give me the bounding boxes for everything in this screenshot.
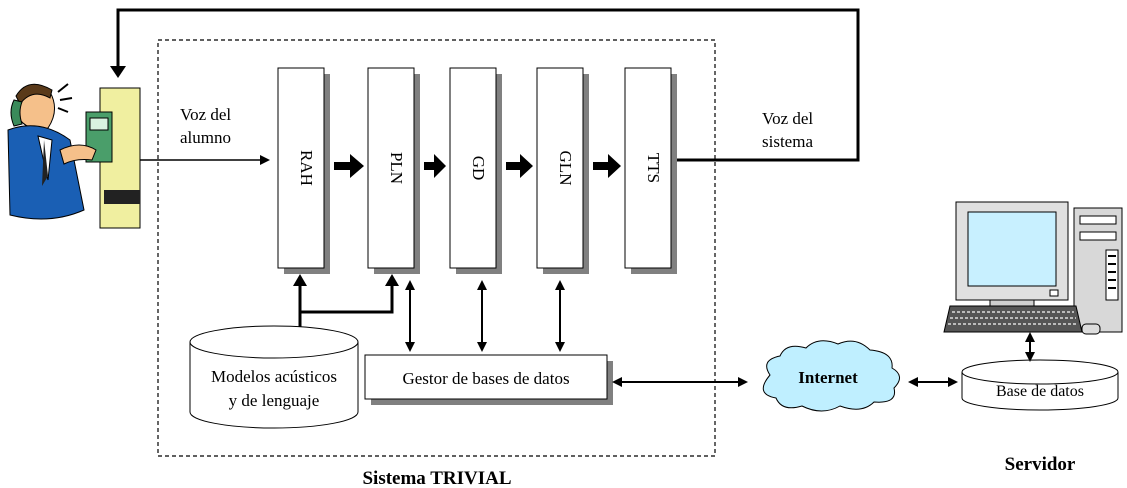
output-voice-label-line2: sistema xyxy=(762,132,813,151)
arrowhead-rah xyxy=(293,274,307,286)
db-manager: Gestor de bases de datos xyxy=(364,354,613,405)
server-label: Servidor xyxy=(1005,454,1076,475)
pipeline-arrows xyxy=(334,154,621,178)
models-label-line2: y de lenguaje xyxy=(229,391,320,410)
module-tts: TTS xyxy=(624,67,677,274)
arrow-gd-gln xyxy=(506,154,533,178)
models-database: Modelos acústicos y de lenguaje xyxy=(189,325,359,429)
input-voice-label-line1: Voz del xyxy=(180,105,231,124)
module-gln: GLN xyxy=(536,67,589,274)
person-on-payphone-icon xyxy=(7,83,141,229)
feedback-loop-arrow xyxy=(110,8,860,162)
models-label-line1: Modelos acústicos xyxy=(211,367,337,386)
arrowhead-pln xyxy=(385,274,399,286)
db-manager-label: Gestor de bases de datos xyxy=(402,369,569,388)
system-label: Sistema TRIVIAL xyxy=(362,468,511,488)
cloud-icon: Internet xyxy=(762,340,900,412)
module-label: GLN xyxy=(556,151,575,186)
system-boundary xyxy=(157,39,716,457)
module-label: TTS xyxy=(644,153,663,183)
internet-label: Internet xyxy=(798,368,858,387)
module-pln: PLN xyxy=(367,67,420,274)
module-label: GD xyxy=(469,156,488,181)
input-voice-label-line2: alumno xyxy=(180,128,231,147)
arrow-gln-tts xyxy=(593,154,621,178)
server-db-label: Base de datos xyxy=(996,383,1084,400)
models-connector xyxy=(298,282,394,330)
module-gd: GD xyxy=(449,67,502,274)
module-label: PLN xyxy=(387,152,406,184)
desktop-computer-icon xyxy=(943,201,1123,335)
arrow-pln-gd xyxy=(424,154,446,178)
arrow-rah-pln xyxy=(334,154,364,178)
output-voice-label-line1: Voz del xyxy=(762,109,813,128)
module-rah: RAH xyxy=(277,67,330,274)
server-database: Base de datos xyxy=(961,359,1119,411)
module-label: RAH xyxy=(297,150,316,186)
